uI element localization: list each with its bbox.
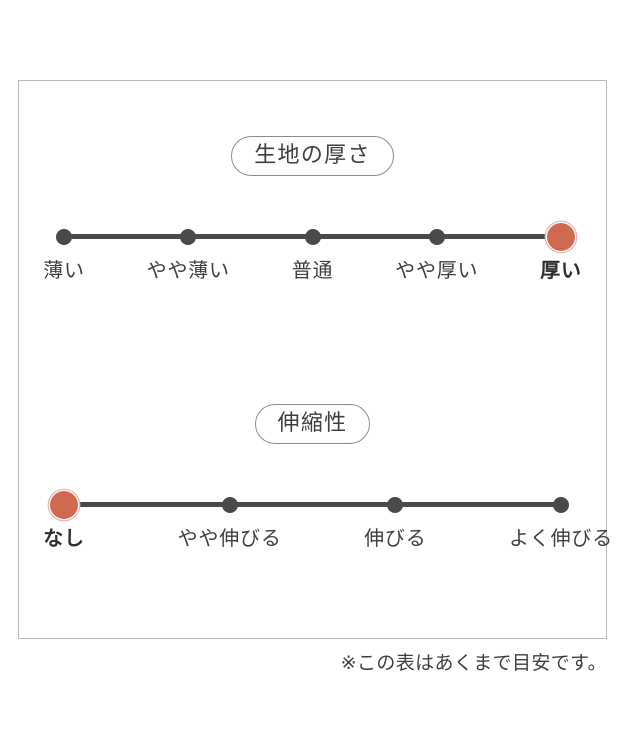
- scale-label-thickness-2: 普通: [291, 260, 334, 282]
- scale-dot-thickness-4[interactable]: [547, 222, 575, 251]
- scale-dot-thickness-1[interactable]: [180, 228, 197, 245]
- scale-label-stretch-3: よく伸びる: [509, 528, 613, 550]
- section-heading-fabric-thickness: 生地の厚さ: [19, 136, 606, 176]
- pill-label-fabric-thickness: 生地の厚さ: [231, 136, 394, 176]
- scale-dot-stretch-1[interactable]: [221, 496, 238, 513]
- scale-label-thickness-3: やや厚い: [395, 260, 479, 282]
- scale-label-stretch-2: 伸びる: [364, 528, 427, 550]
- scale-dot-stretch-0[interactable]: [50, 490, 78, 519]
- scale-dot-thickness-3[interactable]: [428, 228, 445, 245]
- scale-dot-stretch-2[interactable]: [387, 496, 404, 513]
- scale-dot-thickness-2[interactable]: [304, 228, 321, 245]
- scale-label-thickness-4: 厚い: [540, 260, 582, 282]
- scale-label-stretch-1: やや伸びる: [177, 528, 282, 550]
- scale-label-thickness-0: 薄い: [43, 260, 85, 282]
- scale-fabric-thickness: 薄い やや薄い 普通 やや厚い 厚い: [19, 217, 606, 303]
- scale-stretchiness: なし やや伸びる 伸びる よく伸びる: [19, 485, 612, 571]
- scale-track-line: [64, 502, 561, 507]
- spec-panel: 生地の厚さ 薄い やや薄い 普通 やや厚い 厚い 伸縮性: [18, 80, 612, 639]
- pill-label-stretchiness: 伸縮性: [254, 404, 371, 444]
- scale-label-thickness-1: やや薄い: [146, 260, 230, 282]
- scale-track-stretchiness: [50, 485, 569, 525]
- scale-labels-fabric-thickness: 薄い やや薄い 普通 やや厚い 厚い: [43, 259, 581, 299]
- scale-dot-thickness-0[interactable]: [56, 228, 72, 245]
- scale-label-stretch-0: なし: [43, 528, 85, 550]
- footnote-text: ※この表はあくまで目安です。: [340, 653, 607, 674]
- scale-labels-stretchiness: なし やや伸びる 伸びる よく伸びる: [43, 527, 612, 567]
- section-heading-stretchiness: 伸縮性: [19, 404, 606, 444]
- scale-track-fabric-thickness: [56, 217, 575, 257]
- scale-dot-stretch-3[interactable]: [553, 496, 569, 513]
